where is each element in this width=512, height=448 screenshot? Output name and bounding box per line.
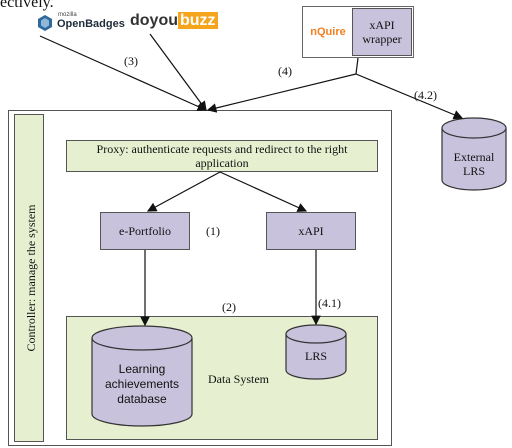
data-system-label: Data System: [208, 372, 269, 386]
nquire-text: nQuire: [310, 26, 346, 38]
external-lrs-label: External LRS: [453, 150, 495, 178]
openbadges-icon: [38, 15, 52, 31]
controller-bar: [14, 114, 44, 442]
edge-label-4: (4): [278, 64, 292, 78]
doyou-text: doyou: [130, 12, 178, 29]
edge-label-1: (1): [206, 224, 220, 238]
nquire-logo: nQuire: [304, 8, 352, 56]
edge-label-3: (3): [124, 54, 138, 68]
arrow-proxy-to-xapi: [219, 171, 308, 212]
edge-label-4-2: (4.2): [414, 88, 437, 102]
lrs-label: LRS: [304, 349, 327, 363]
proxy-label: Proxy: authenticate requests and redirec…: [96, 142, 348, 170]
learning-db-label: Learning achievements database: [104, 361, 180, 406]
arrow-wrapper-to-external-lrs: [355, 73, 464, 120]
eportfolio-box: e-Portfolio: [100, 212, 190, 250]
xapi-wrapper-box: xAPI wrapper: [352, 8, 412, 56]
arrow-proxy-to-eportfolio: [146, 171, 221, 212]
external-lrs-cylinder: [441, 117, 507, 191]
xapi-wrapper-label: xAPI wrapper: [362, 18, 402, 46]
mozilla-text: mozilla: [58, 12, 77, 18]
buzz-text: buzz: [178, 12, 218, 29]
edge-label-4-1: (4.1): [318, 296, 341, 310]
arrow-openbadges-to-proxy: [39, 35, 208, 111]
eportfolio-label: e-Portfolio: [119, 224, 171, 238]
xapi-box: xAPI: [266, 212, 356, 250]
xapi-label: xAPI: [298, 224, 324, 238]
learning-db-cylinder: [91, 325, 193, 427]
proxy-box: Proxy: authenticate requests and redirec…: [66, 140, 378, 172]
arrow-doyoubuzz-to-proxy: [149, 33, 207, 111]
openbadges-text: OpenBadges: [57, 18, 125, 30]
edge-label-2: (2): [222, 300, 236, 314]
openbadges-logo: mozilla OpenBadges: [36, 12, 125, 34]
lrs-cylinder: [285, 324, 347, 380]
caption-fragment: ectively.: [0, 0, 54, 11]
